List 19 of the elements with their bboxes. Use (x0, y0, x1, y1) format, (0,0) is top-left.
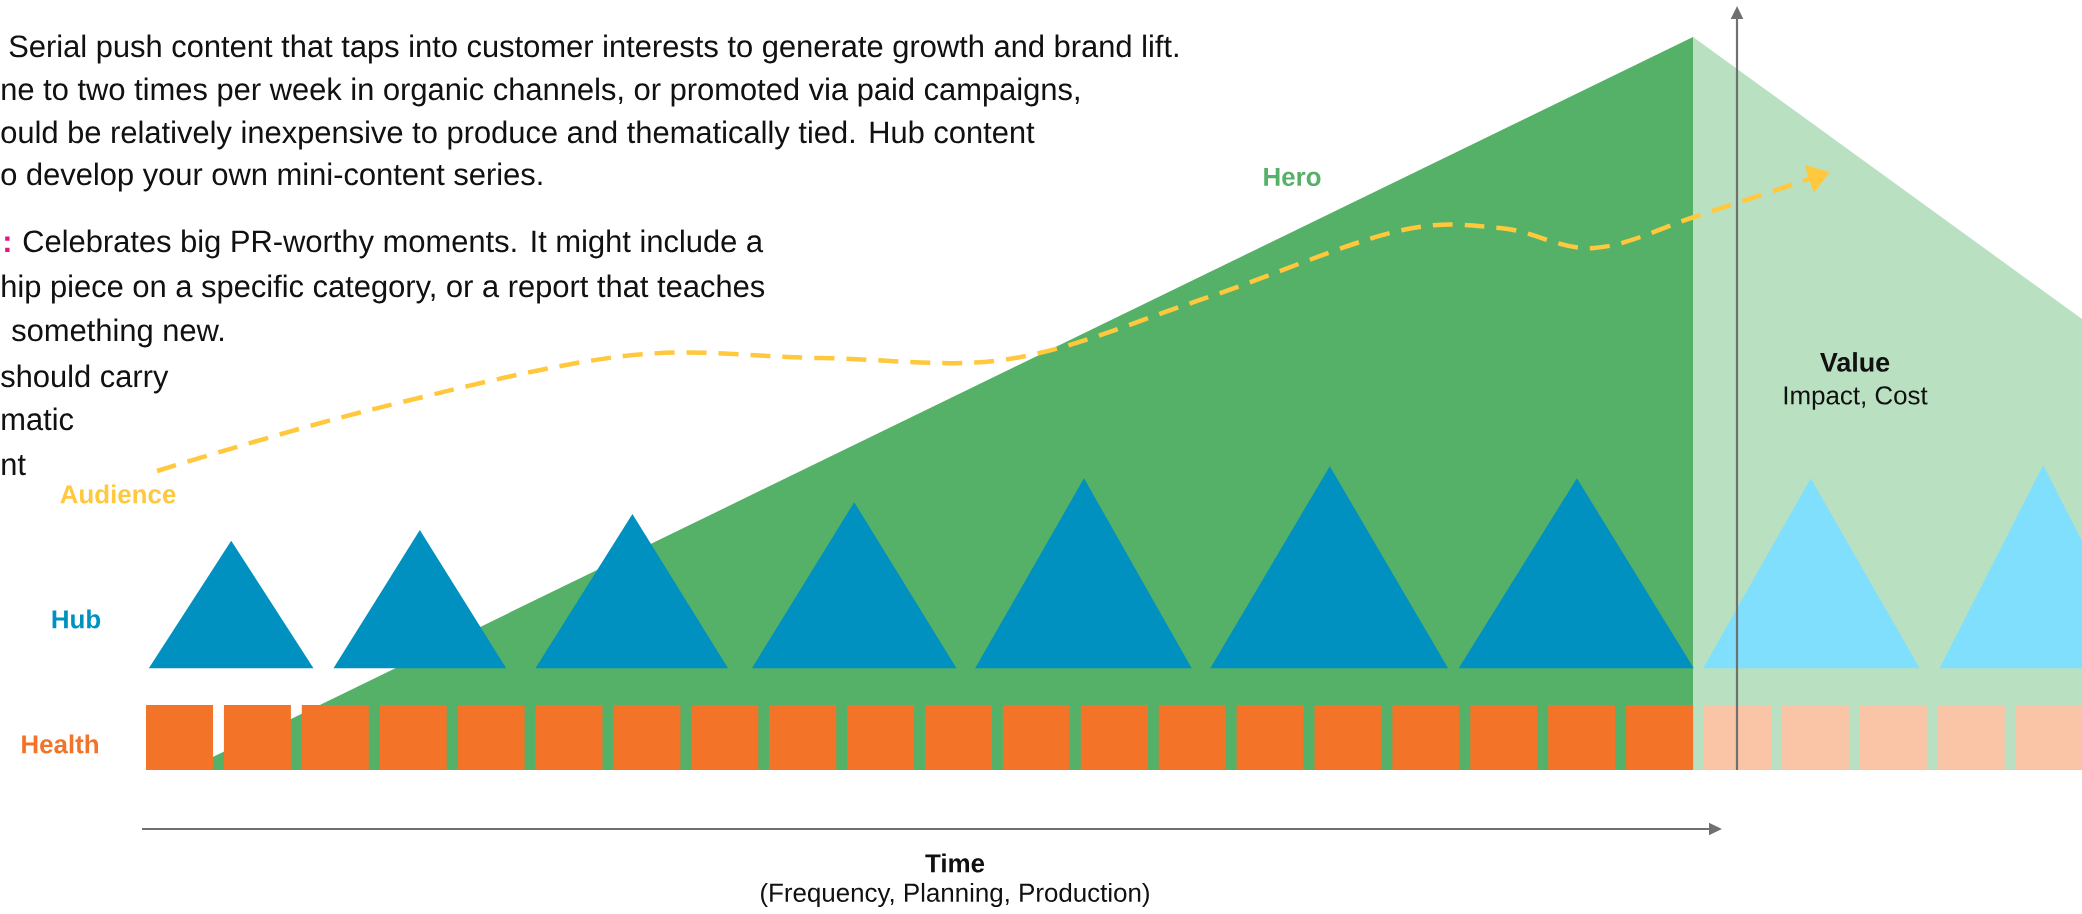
body-text: should carry (1, 364, 169, 394)
axis-title: Time (925, 853, 985, 873)
axis-subtitle: Impact, Cost (1784, 386, 1928, 410)
body-text: nt (2, 455, 26, 476)
axis-title: Value (1820, 352, 1890, 372)
body-text: something new. (12, 318, 223, 348)
body-text: Serial push content that taps into customer interests to generate growth and brand lift. (9, 34, 1178, 64)
body-text: Celebrates big PR-worthy moments. It might include a (23, 229, 764, 259)
hub-label: Hub (52, 609, 101, 629)
audience-label: Audience (60, 484, 176, 504)
axis-subtitle: (Frequency, Planning, Production) (761, 882, 1149, 908)
body-text: o develop your own mini-content series. (1, 162, 542, 192)
health-label: Health (22, 734, 98, 754)
body-text: ne to two times per week in organic channels, or promoted via paid campaigns, (2, 77, 1079, 107)
colon-mark: : (5, 236, 10, 252)
body-text: ould be relatively inexpensive to produce and thematically tied. Hub content (1, 120, 1035, 150)
body-text: matic (2, 407, 74, 431)
hero-label: Hero (1264, 167, 1321, 186)
body-text: hip piece on a specific category, or a report that teaches (2, 274, 765, 304)
